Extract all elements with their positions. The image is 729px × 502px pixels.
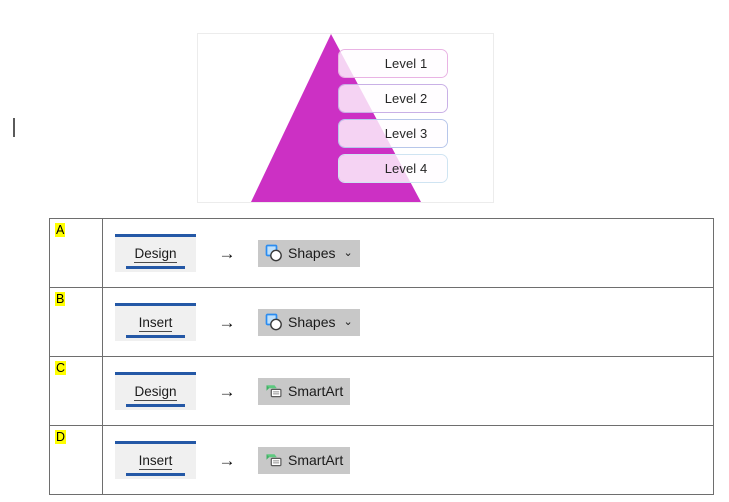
shapes-icon xyxy=(265,244,284,263)
answer-steps-c: Design → xyxy=(103,357,713,425)
shapes-icon xyxy=(265,313,284,332)
answer-letter-a: A xyxy=(55,223,66,237)
ribbon-tab-label: Design xyxy=(134,245,177,263)
pyramid-level-label-4: Level 4 xyxy=(384,161,428,176)
ribbon-tab-label: Insert xyxy=(138,314,173,332)
tab-accent-rule-bottom xyxy=(126,473,185,476)
answer-options-table: A Design → xyxy=(49,218,714,495)
answer-letter-d: D xyxy=(55,430,67,444)
command-label: Shapes xyxy=(288,314,336,330)
tab-accent-rule-top xyxy=(115,441,196,444)
answer-letter-b: B xyxy=(55,292,66,306)
pyramid-graphic-canvas: Level 1 Level 2 Level 3 Level 4 xyxy=(198,34,493,202)
tab-accent-rule-bottom xyxy=(126,335,185,338)
table-row[interactable]: C Design → xyxy=(49,356,714,426)
ribbon-tab-label: Insert xyxy=(138,452,173,470)
smartart-icon xyxy=(265,451,284,470)
arrow-right-icon: → xyxy=(218,312,236,332)
command-label: SmartArt xyxy=(288,383,344,399)
answer-steps-cell-b: Insert → Shapes ⌄ xyxy=(102,287,714,357)
ribbon-tab-chip-design[interactable]: Design xyxy=(115,372,196,410)
pyramid-level-box-4: Level 4 xyxy=(338,154,448,183)
answer-letter-c: C xyxy=(55,361,67,375)
arrow-right-icon: → xyxy=(218,450,236,470)
pyramid-level-box-2: Level 2 xyxy=(338,84,448,113)
table-row[interactable]: B Insert → xyxy=(49,287,714,357)
answer-steps-d: Insert → xyxy=(103,426,713,494)
command-label: SmartArt xyxy=(288,452,344,468)
arrow-right-icon: → xyxy=(218,243,236,263)
command-chip-smartart[interactable]: SmartArt xyxy=(258,446,351,474)
answer-steps-a: Design → Shapes ⌄ xyxy=(103,219,713,287)
command-chip-shapes[interactable]: Shapes ⌄ xyxy=(258,239,360,267)
ribbon-tab-chip-insert[interactable]: Insert xyxy=(115,441,196,479)
ribbon-tab-chip-design[interactable]: Design xyxy=(115,234,196,272)
pyramid-graphic-frame: Level 1 Level 2 Level 3 Level 4 xyxy=(197,33,494,203)
answer-letter-cell-b: B xyxy=(49,287,103,357)
answer-steps-b: Insert → Shapes ⌄ xyxy=(103,288,713,356)
tab-accent-rule-top xyxy=(115,372,196,375)
text-cursor xyxy=(13,118,15,137)
chevron-down-icon[interactable]: ⌄ xyxy=(343,246,353,259)
command-label: Shapes xyxy=(288,245,336,261)
tab-accent-rule-top xyxy=(115,234,196,237)
pyramid-level-label-2: Level 2 xyxy=(384,91,428,106)
pyramid-level-label-3: Level 3 xyxy=(384,126,428,141)
answer-steps-cell-d: Insert → xyxy=(102,425,714,495)
table-row[interactable]: D Insert → xyxy=(49,425,714,495)
arrow-right-icon: → xyxy=(218,381,236,401)
chevron-down-icon[interactable]: ⌄ xyxy=(343,315,353,328)
answer-letter-cell-d: D xyxy=(49,425,103,495)
command-chip-shapes[interactable]: Shapes ⌄ xyxy=(258,308,360,336)
tab-accent-rule-bottom xyxy=(126,404,185,407)
pyramid-level-label-1: Level 1 xyxy=(384,56,428,71)
table-row[interactable]: A Design → xyxy=(49,218,714,288)
answer-letter-cell-c: C xyxy=(49,356,103,426)
tab-accent-rule-bottom xyxy=(126,266,185,269)
ribbon-tab-chip-insert[interactable]: Insert xyxy=(115,303,196,341)
answer-steps-cell-a: Design → Shapes ⌄ xyxy=(102,218,714,288)
ribbon-tab-label: Design xyxy=(134,383,177,401)
smartart-icon xyxy=(265,382,284,401)
answer-steps-cell-c: Design → xyxy=(102,356,714,426)
answer-letter-cell-a: A xyxy=(49,218,103,288)
pyramid-level-box-3: Level 3 xyxy=(338,119,448,148)
pyramid-level-box-1: Level 1 xyxy=(338,49,448,78)
tab-accent-rule-top xyxy=(115,303,196,306)
command-chip-smartart[interactable]: SmartArt xyxy=(258,377,351,405)
